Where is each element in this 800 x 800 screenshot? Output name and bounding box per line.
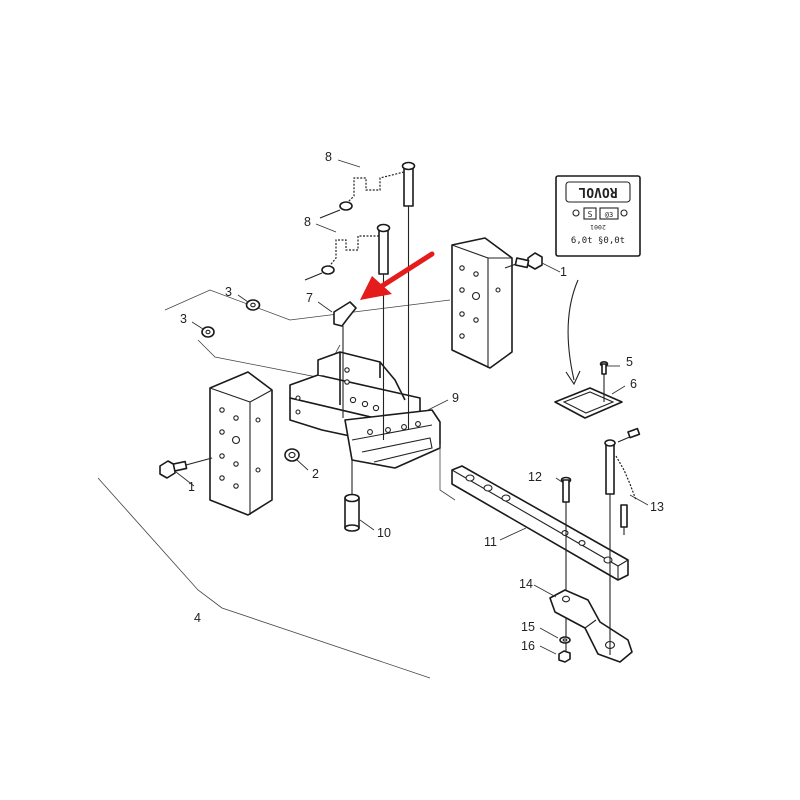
cover-plate xyxy=(554,368,623,419)
pin-upper xyxy=(401,161,416,430)
nut-3a xyxy=(245,299,261,311)
callout-15: 15 xyxy=(521,620,535,634)
latch-part xyxy=(333,301,357,418)
washer xyxy=(559,636,571,644)
callout-13: 13 xyxy=(650,500,664,514)
right-side-plate xyxy=(451,237,513,369)
callout-4: 4 xyxy=(194,611,201,625)
left-side-plate xyxy=(209,371,273,516)
callout-10: 10 xyxy=(377,526,391,540)
pin-clip xyxy=(620,504,628,535)
callout-1-left: 1 xyxy=(188,480,195,494)
decal-plate: ROVOL S @3 2001 6,0t §0,0t xyxy=(555,175,641,257)
highlight-arrow xyxy=(360,251,435,300)
callout-5: 5 xyxy=(626,355,633,369)
callout-11: 11 xyxy=(484,535,497,549)
decal-code-s: S xyxy=(588,210,593,219)
leader-lines xyxy=(175,159,649,655)
callout-3-upper: 3 xyxy=(225,285,232,299)
nut-3b xyxy=(201,326,215,338)
drawbar xyxy=(451,465,629,581)
callout-12: 12 xyxy=(528,470,542,484)
nut-16 xyxy=(558,650,571,663)
decal-year: 2001 xyxy=(590,223,606,231)
callout-16: 16 xyxy=(521,639,535,653)
decal-rating: 6,0t §0,0t xyxy=(571,236,625,246)
decal-brand: ROVOL xyxy=(578,184,617,199)
callout-6: 6 xyxy=(630,377,637,391)
lanyard-upper xyxy=(345,171,405,205)
bolt-12 xyxy=(560,476,572,660)
callout-8-upper: 8 xyxy=(325,150,332,164)
pin-chain xyxy=(615,455,637,501)
bolt-1b xyxy=(504,252,543,270)
callout-7: 7 xyxy=(306,291,313,305)
callout-8-lower: 8 xyxy=(304,215,311,229)
callout-2: 2 xyxy=(312,467,319,481)
bolt-1a xyxy=(159,457,213,479)
screw-5 xyxy=(599,360,609,375)
decal-arrow-head xyxy=(565,370,581,386)
sleeve xyxy=(344,460,360,532)
callout-1-right: 1 xyxy=(560,265,567,279)
decal-code-b: @3 xyxy=(605,211,613,219)
clip-upper xyxy=(319,201,353,219)
callout-3-lower: 3 xyxy=(180,312,187,326)
bushing xyxy=(284,448,300,462)
drawbar-guide xyxy=(439,444,456,501)
assembly-boundary xyxy=(97,477,431,679)
decal-arrow xyxy=(567,279,579,381)
locking-pin xyxy=(604,427,641,655)
main-bracket xyxy=(289,351,441,469)
pin-lower xyxy=(376,223,391,440)
lanyard-lower xyxy=(327,235,379,269)
callout-9: 9 xyxy=(452,391,459,405)
callout-14: 14 xyxy=(519,577,533,591)
clip-lower xyxy=(304,265,335,281)
